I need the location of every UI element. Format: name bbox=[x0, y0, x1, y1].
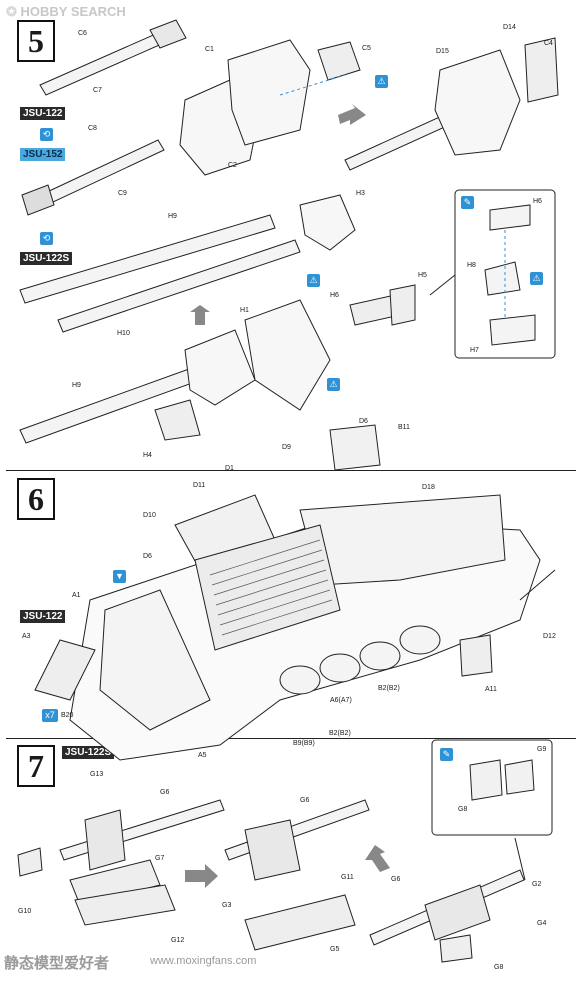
variant-tag-jsu122s-step7: JSU-122S bbox=[62, 746, 115, 759]
option-icon: ⟲ bbox=[40, 232, 53, 245]
part-label: D15 bbox=[436, 48, 449, 55]
variant-tag-jsu122: JSU-122 bbox=[20, 107, 66, 120]
part-label: H9 bbox=[168, 213, 177, 220]
part-label: H9 bbox=[72, 382, 81, 389]
part-label: H5 bbox=[418, 272, 427, 279]
step-number-5: 5 bbox=[17, 20, 55, 62]
part-label: G9 bbox=[537, 746, 547, 753]
part-label: H10 bbox=[117, 330, 130, 337]
part-label: B2(B2) bbox=[329, 730, 351, 737]
section-divider bbox=[6, 470, 576, 471]
part-label: H6 bbox=[533, 198, 542, 205]
part-label: A11 bbox=[485, 686, 497, 693]
part-label: D12 bbox=[543, 633, 556, 640]
glue-icon: ✎ bbox=[440, 748, 453, 761]
watermark-brand: HOBBY bbox=[20, 4, 68, 19]
part-label: C8 bbox=[88, 125, 97, 132]
part-label: D9 bbox=[282, 444, 291, 451]
part-label: H7 bbox=[470, 347, 479, 354]
part-label: C4 bbox=[544, 40, 553, 47]
part-label: H8 bbox=[467, 262, 476, 269]
decal-icon: ▼ bbox=[113, 570, 126, 583]
part-label: B20 bbox=[61, 712, 74, 719]
part-label: G13 bbox=[90, 771, 104, 778]
part-label: A3 bbox=[22, 633, 31, 640]
part-label: B9(B9) bbox=[293, 740, 315, 747]
part-label: B11 bbox=[398, 424, 410, 431]
cement-icon: ⚠ bbox=[375, 75, 388, 88]
part-label: C2 bbox=[228, 162, 237, 169]
cement-icon: ⚠ bbox=[307, 274, 320, 287]
part-label: H6 bbox=[330, 292, 339, 299]
part-label: H1 bbox=[240, 307, 249, 314]
variant-tag-jsu122-step6: JSU-122 bbox=[20, 610, 66, 623]
cement-icon: ⚠ bbox=[327, 378, 340, 391]
variant-tag-jsu122s: JSU-122S bbox=[20, 252, 73, 265]
part-label: D1 bbox=[225, 465, 234, 472]
part-label: A6(A7) bbox=[330, 697, 352, 704]
step-number-7: 7 bbox=[17, 745, 55, 787]
part-label: G2 bbox=[532, 881, 542, 888]
part-label: D6 bbox=[359, 418, 368, 425]
part-label: C1 bbox=[205, 46, 214, 53]
part-label: C9 bbox=[118, 190, 127, 197]
part-label: G6 bbox=[300, 797, 310, 804]
part-label: G11 bbox=[341, 874, 354, 881]
part-label: C5 bbox=[362, 45, 371, 52]
part-label: D18 bbox=[422, 484, 435, 491]
part-label: G7 bbox=[155, 855, 165, 862]
part-label: C7 bbox=[93, 87, 102, 94]
part-label: G6 bbox=[391, 876, 401, 883]
part-label: G8 bbox=[458, 806, 468, 813]
multiplier-icon: x7 bbox=[42, 709, 58, 722]
section-divider bbox=[6, 738, 576, 739]
part-label: G4 bbox=[537, 920, 547, 927]
part-label: D10 bbox=[143, 512, 156, 519]
part-label: D11 bbox=[193, 482, 206, 489]
barrel-c6-c7 bbox=[39, 19, 187, 96]
part-label: G8 bbox=[494, 964, 504, 971]
variant-tag-jsu152: JSU-152 bbox=[20, 148, 66, 161]
part-label: G6 bbox=[160, 789, 170, 796]
part-label: H3 bbox=[356, 190, 365, 197]
cement-icon: ⚠ bbox=[530, 272, 543, 285]
footer-url: www.moxingfans.com bbox=[150, 955, 257, 967]
part-label: A5 bbox=[198, 752, 207, 759]
watermark-title: SEARCH bbox=[70, 4, 126, 19]
part-label: C6 bbox=[78, 30, 87, 37]
part-label: H4 bbox=[143, 452, 152, 459]
option-icon: ⟲ bbox=[40, 128, 53, 141]
step-number-6: 6 bbox=[17, 478, 55, 520]
barrel-c8-c9 bbox=[21, 139, 165, 216]
part-label: G12 bbox=[171, 937, 185, 944]
watermark-logo: ✪ HOBBY SEARCH bbox=[6, 4, 126, 19]
part-label: G5 bbox=[330, 946, 340, 953]
part-label: D6 bbox=[143, 553, 152, 560]
part-label: A1 bbox=[72, 592, 81, 599]
part-label: D14 bbox=[503, 24, 516, 31]
part-label: G3 bbox=[222, 902, 232, 909]
part-label: G10 bbox=[18, 908, 32, 915]
glue-icon: ✎ bbox=[461, 196, 474, 209]
part-label: B2(B2) bbox=[378, 685, 400, 692]
footer-watermark: 静态模型爱好者 bbox=[4, 955, 110, 972]
